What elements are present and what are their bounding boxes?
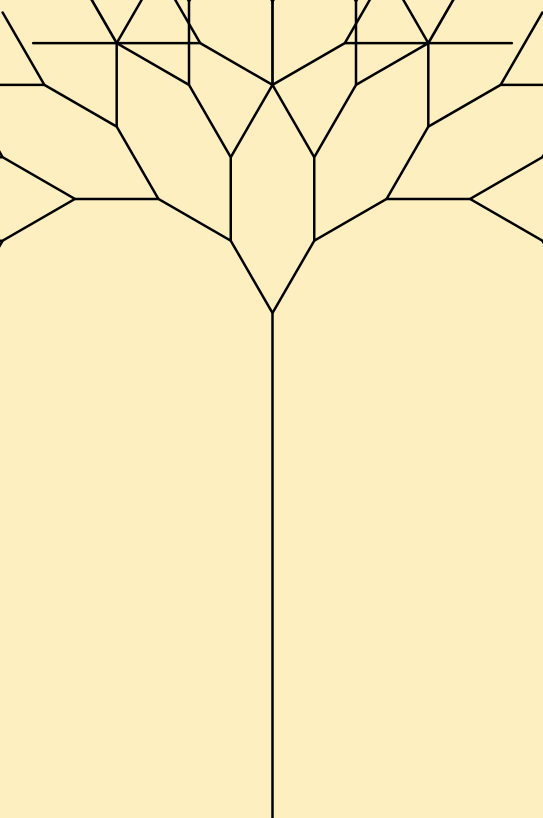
fractal-tree-canvas [0,0,543,818]
fractal-tree-diagram [0,0,543,818]
